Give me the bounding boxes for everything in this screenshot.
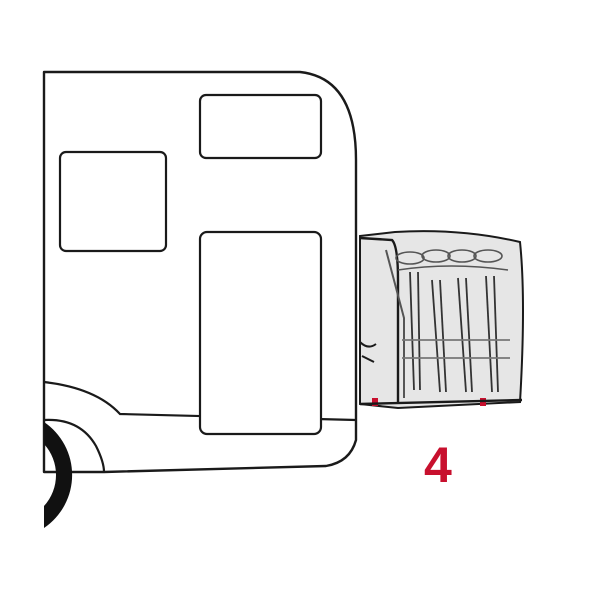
step-number: 4: [424, 437, 452, 493]
bike-frames: [402, 271, 510, 393]
door: [198, 230, 323, 436]
upper-window: [198, 93, 323, 160]
rack-base: [359, 398, 523, 406]
bike-rack: [359, 230, 524, 410]
wheel-tire: [44, 422, 73, 528]
side-window: [58, 150, 168, 253]
rack-support: [385, 249, 405, 398]
bike-tops: [395, 249, 509, 271]
wheel-arch: [43, 418, 106, 473]
skirt-line: [43, 380, 357, 422]
rack-strap: [359, 341, 377, 363]
rack-accent-left: [372, 398, 378, 406]
rack-frame: [359, 236, 400, 404]
